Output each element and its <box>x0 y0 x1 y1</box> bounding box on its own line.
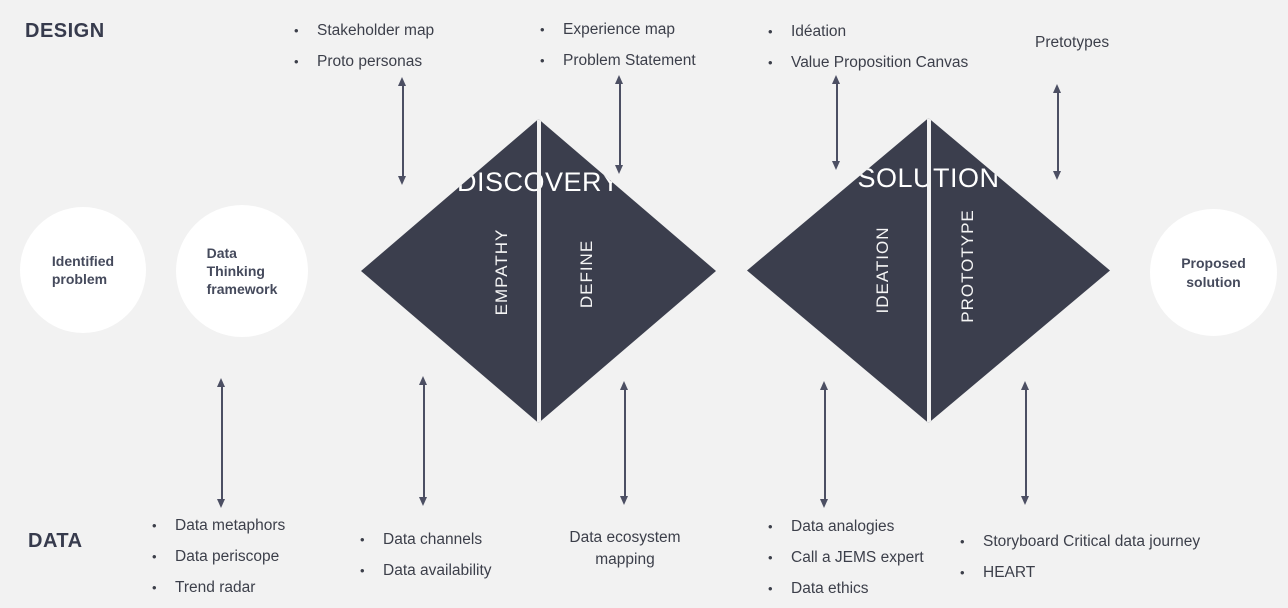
double-arrow <box>1051 84 1065 180</box>
bottom-list-prototype: Storyboard Critical data journey HEART <box>958 526 1200 588</box>
list-item: Stakeholder map <box>292 15 434 46</box>
double-arrow <box>417 376 431 506</box>
double-arrow <box>830 75 844 170</box>
list-item: Data analogies <box>766 511 924 542</box>
empathy-label: EMPATHY <box>492 228 511 316</box>
double-arrow <box>215 378 229 508</box>
data-ecosystem-label: Data ecosystem mapping <box>569 529 681 568</box>
list-item: Data channels <box>358 524 492 555</box>
data-thinking-framework-circle: Data Thinking framework <box>176 205 308 337</box>
top-list-define: Experience map Problem Statement <box>538 14 696 76</box>
list-item: Data periscope <box>150 541 285 572</box>
bottom-list-framework: Data metaphors Data periscope Trend rada… <box>150 510 285 603</box>
double-arrow <box>613 75 627 174</box>
list-item: Idéation <box>766 16 968 47</box>
double-arrow <box>396 77 410 185</box>
design-section-heading: DESIGN <box>25 20 105 42</box>
list-item: Data availability <box>358 555 492 586</box>
list-item: Data ethics <box>766 573 924 604</box>
double-arrow <box>818 381 832 508</box>
top-list-empathy: Stakeholder map Proto personas <box>292 15 434 77</box>
circle-label: Identified problem <box>51 252 115 287</box>
list-item: Value Proposition Canvas <box>766 47 968 78</box>
bottom-list-ideation: Data analogies Call a JEMS expert Data e… <box>766 511 924 604</box>
list-item: Call a JEMS expert <box>766 542 924 573</box>
proposed-solution-circle: Proposed solution <box>1150 209 1277 336</box>
list-item: Trend radar <box>150 572 285 603</box>
double-arrow <box>618 381 632 505</box>
diamond-divider <box>926 118 931 423</box>
bottom-list-empathy: Data channels Data availability <box>358 524 492 586</box>
list-item: Problem Statement <box>538 45 696 76</box>
list-item: Storyboard Critical data journey <box>958 526 1200 557</box>
double-arrow <box>1019 381 1033 505</box>
list-item: Experience map <box>538 14 696 45</box>
data-section-heading: DATA <box>28 530 83 552</box>
circle-label: Data Thinking framework <box>206 244 278 298</box>
top-list-ideation: Idéation Value Proposition Canvas <box>766 16 968 78</box>
identified-problem-circle: Identified problem <box>20 207 146 333</box>
list-item: HEART <box>958 557 1200 588</box>
prototype-label: PROTOTYPE <box>958 209 977 323</box>
pretotypes-label: Pretotypes <box>1035 34 1110 51</box>
list-item: Proto personas <box>292 46 434 77</box>
diamond-divider <box>536 119 541 423</box>
circle-label: Proposed solution <box>1181 255 1246 290</box>
discovery-diamond: DISCOVERY EMPATHY DEFINE <box>361 119 716 423</box>
define-label: DEFINE <box>577 239 596 309</box>
ideation-label: IDEATION <box>873 226 892 314</box>
list-item: Data metaphors <box>150 510 285 541</box>
